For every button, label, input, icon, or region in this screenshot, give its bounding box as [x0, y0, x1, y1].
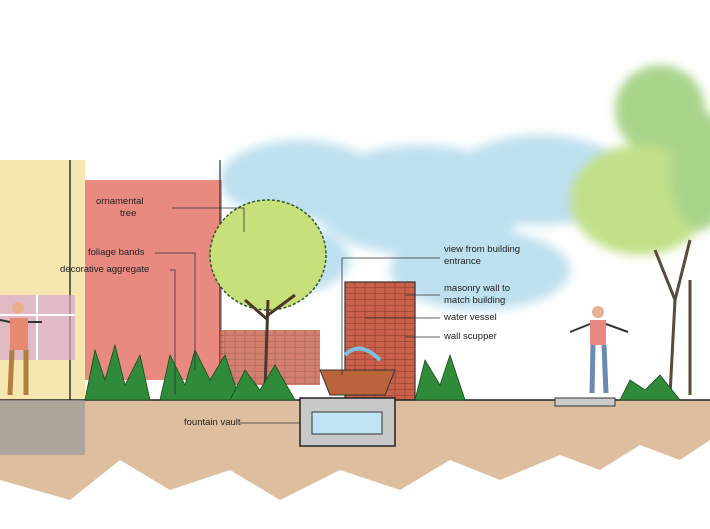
red-building: [85, 180, 222, 380]
leader-lines: [155, 207, 440, 424]
label-water-vessel: water vessel: [444, 312, 497, 323]
ground: [0, 400, 710, 500]
footing: [0, 400, 85, 455]
foliage-bands: [84, 343, 681, 401]
label-wall-scupper: wall scupper: [444, 331, 497, 342]
person-left: [0, 302, 42, 396]
right-tree: [570, 65, 710, 255]
label-decorative-aggregate: decorative aggregate: [60, 264, 150, 275]
person-right: [569, 306, 629, 394]
label-foliage-bands: foliage bands: [88, 247, 145, 258]
water-vessel: [319, 369, 396, 396]
label-fountain-vault: fountain vault: [184, 417, 241, 428]
ornamental-tree: [209, 199, 327, 391]
